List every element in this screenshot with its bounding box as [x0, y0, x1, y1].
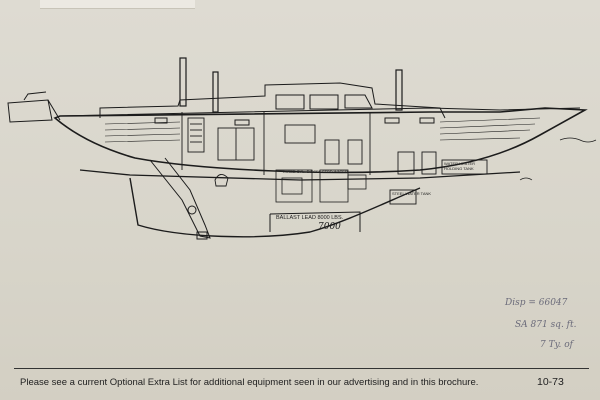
- waterline: [79, 169, 521, 181]
- engine-label: THREE CYL. DIESEL: [282, 169, 321, 174]
- keel: [129, 177, 421, 238]
- deckhouse: [99, 82, 446, 126]
- deck-line: [59, 107, 581, 117]
- engine-detail: [275, 169, 367, 203]
- mast-stubs: [179, 57, 403, 113]
- hull-planking: [104, 117, 541, 143]
- rudder-shoe: [196, 231, 208, 240]
- interior-bulkheads: [181, 112, 488, 205]
- water-heater-label: WATER HEATER: [444, 161, 476, 166]
- footer-page-code: 10-73: [537, 376, 564, 388]
- holding-tank-label: HOLDING TANK: [444, 166, 474, 171]
- footer-rule: [14, 368, 589, 369]
- propeller: [187, 205, 197, 215]
- steel-water-tank-label: STEEL WATER TANK: [392, 191, 432, 196]
- hull-outline: [53, 107, 588, 174]
- ballast-label: BALLAST LEAD 8000 LBS.: [276, 215, 344, 221]
- handwritten-note: 7 Ty. of: [540, 340, 573, 350]
- handwritten-displacement: Disp = 66047: [505, 298, 568, 308]
- footer-disclaimer: Please see a current Optional Extra List…: [20, 377, 479, 388]
- water-label: STBD WATER: [322, 169, 348, 174]
- wave-marks: [519, 137, 597, 181]
- ballast-outline: [269, 211, 361, 232]
- rudder: [149, 157, 211, 239]
- stern-pulpit: [7, 91, 61, 123]
- handwritten-sail-area: SA 871 sq. ft.: [515, 320, 577, 330]
- taped-label-strip: [40, 0, 195, 9]
- ballast-handwritten: 7000: [318, 222, 341, 232]
